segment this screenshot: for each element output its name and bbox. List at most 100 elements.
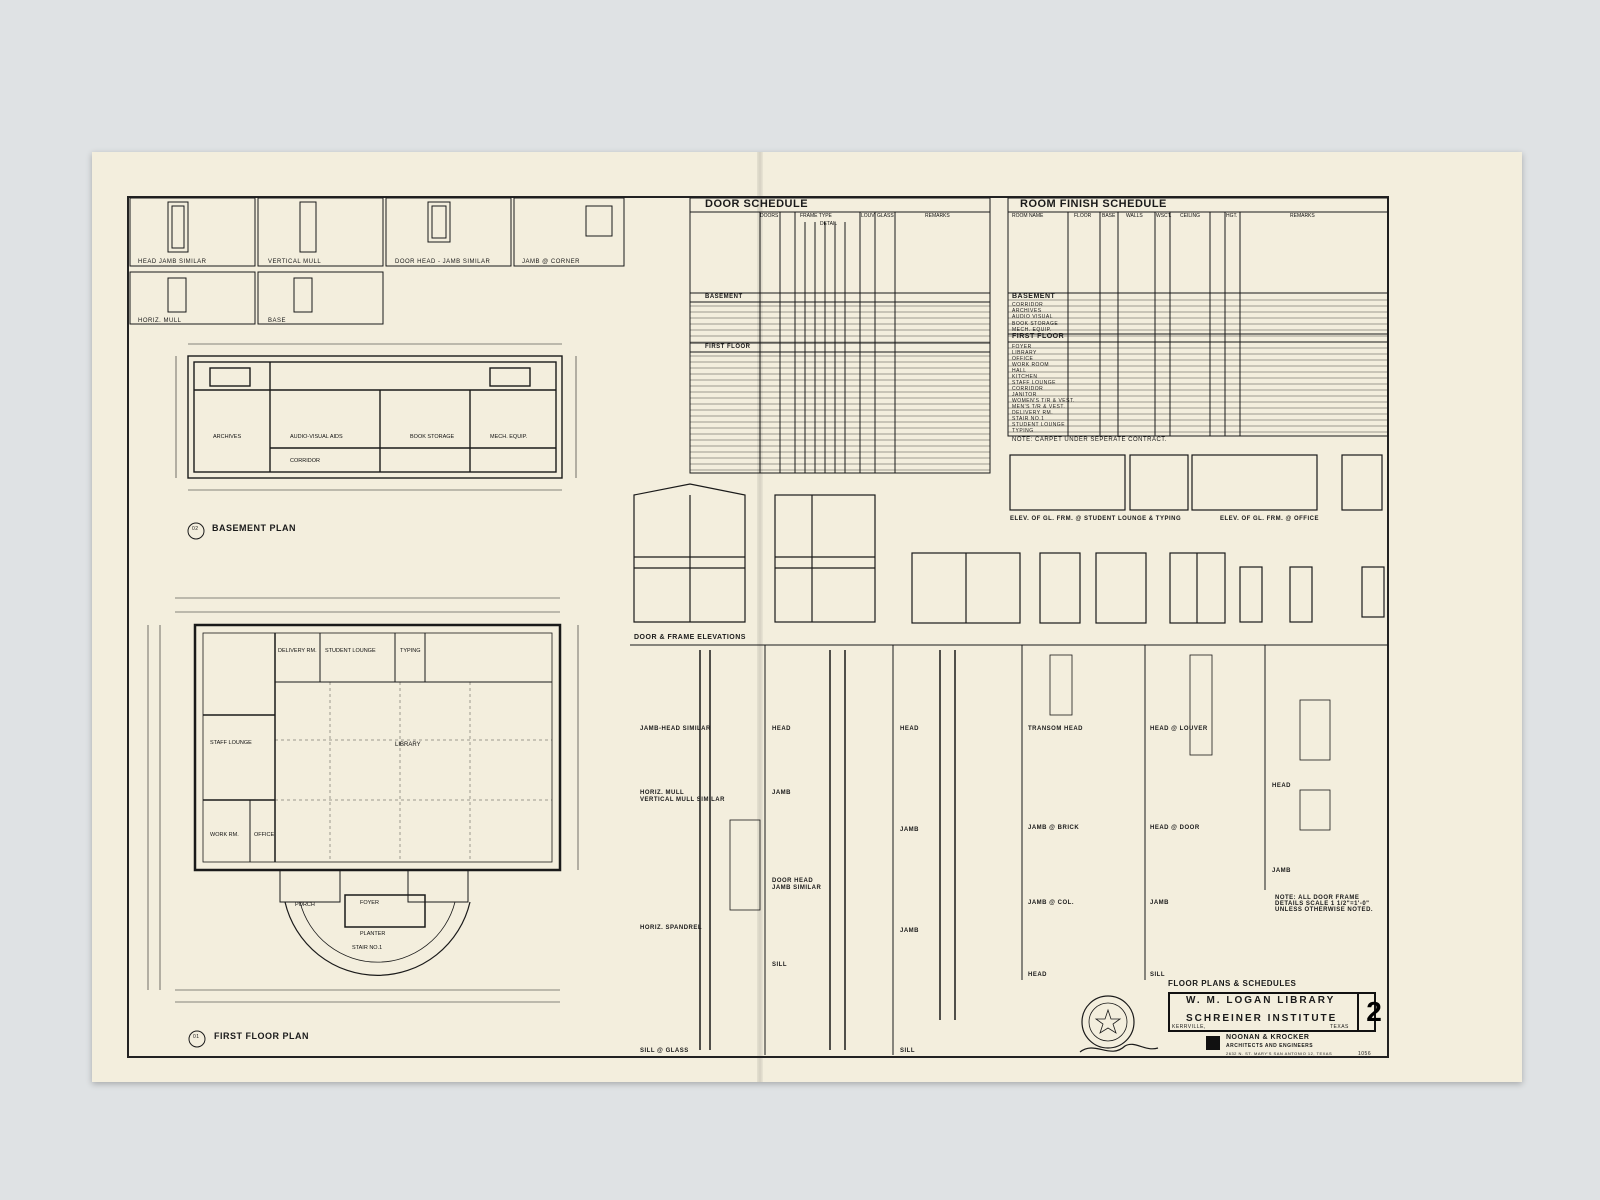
detail-vertical-mull: VERTICAL MULL [268, 259, 322, 265]
finish-col-floor: FLOOR [1074, 213, 1092, 219]
finish-col-walls: WALLS [1126, 213, 1143, 219]
basement-plan-number: 02 [192, 526, 199, 532]
sheet-number: 2 [1357, 994, 1389, 1032]
basement-room-corridor: CORRIDOR [290, 458, 320, 464]
section-detail-label: JAMB [900, 928, 920, 934]
seal-star [1094, 1008, 1122, 1034]
door-schedule-basement: BASEMENT [705, 294, 743, 300]
section-detail-label: TRANSOM HEAD [1028, 726, 1083, 732]
room-staff-lounge: STAFF LOUNGE [210, 740, 252, 746]
basement-room-book-storage: BOOK STORAGE [410, 434, 455, 440]
section-detail-label: JAMB [900, 827, 920, 833]
general-note: NOTE: ALL DOOR FRAME DETAILS SCALE 1 1/2… [1275, 895, 1374, 913]
door-schedule-col-detail: DETAIL [820, 221, 838, 227]
door-schedule-col-glass: GLASS [877, 213, 894, 219]
room-finish-schedule-title: ROOM FINISH SCHEDULE [1020, 198, 1167, 210]
room-finish-item: MECH. EQUIP. [1012, 326, 1052, 333]
finish-col-wsct: WSCT. [1156, 213, 1172, 219]
room-work-rm: WORK RM. [210, 832, 239, 838]
room-finish-item: FOYER [1012, 344, 1032, 350]
door-frame-elevations-title: DOOR & FRAME ELEVATIONS [634, 634, 746, 641]
room-finish-item: CORRIDOR [1012, 386, 1044, 392]
finish-col-base: BASE [1102, 213, 1116, 219]
door-schedule-title: DOOR SCHEDULE [705, 198, 809, 210]
door-schedule-col-remarks: REMARKS [925, 213, 950, 219]
basement-room-audio-visual: AUDIO-VISUAL AIDS [290, 434, 343, 440]
room-student-lounge: STUDENT LOUNGE [325, 648, 376, 654]
detail-jamb-corner: JAMB @ CORNER [522, 259, 580, 265]
firm-subtitle: ARCHITECTS AND ENGINEERS [1226, 1043, 1314, 1049]
room-finish-item: STAFF LOUNGE [1012, 380, 1056, 386]
section-detail-label: DOOR HEAD [772, 878, 814, 884]
section-detail-label: HORIZ. SPANDREL [640, 925, 703, 931]
signature [1079, 1043, 1159, 1053]
room-finish-item: HALL [1012, 368, 1027, 374]
section-detail-label: JAMB [1272, 868, 1292, 874]
room-finish-item: BASEMENT [1012, 293, 1056, 300]
room-finish-item: OFFICE [1012, 356, 1034, 362]
title-block-location-left: KERRVILLE, [1172, 1024, 1206, 1030]
door-schedule-col-louv: LOUV. [861, 213, 876, 219]
first-floor-plan-number: 01 [193, 1034, 200, 1040]
room-planter: PLANTER [360, 931, 386, 937]
section-detail-label: JAMB [772, 790, 792, 796]
section-detail-label: SILL [900, 1048, 915, 1054]
first-floor-plan-title: FIRST FLOOR PLAN [214, 1031, 309, 1041]
room-porch-left: PORCH [295, 902, 315, 908]
title-block-location-right: TEXAS [1330, 1024, 1349, 1030]
room-finish-item: BOOK STORAGE [1012, 320, 1059, 327]
elev-office-title: ELEV. OF GL. FRM. @ OFFICE [1220, 516, 1319, 522]
basement-plan-title: BASEMENT PLAN [212, 523, 297, 533]
section-detail-label: JAMB @ COL. [1028, 900, 1075, 906]
drawing-sheet [92, 152, 1522, 1082]
room-office: OFFICE [254, 832, 275, 838]
section-detail-label: HEAD @ LOUVER [1150, 726, 1208, 732]
top-details-linework [129, 197, 625, 325]
room-finish-item: MEN'S T/R & VEST. [1012, 404, 1066, 410]
section-detail-label: JAMB [1150, 900, 1170, 906]
room-finish-note: NOTE: CARPET UNDER SEPERATE CONTRACT. [1012, 437, 1167, 443]
section-detail-label: VERTICAL MULL SIMILAR [640, 797, 725, 803]
basement-plan-linework [175, 343, 577, 491]
room-finish-item: ARCHIVES [1012, 308, 1042, 315]
room-finish-item: STAIR NO.1 [1012, 416, 1045, 422]
section-detail-label: SILL [772, 962, 787, 968]
section-details-linework [630, 644, 1388, 1055]
seal-inner [1088, 1002, 1128, 1042]
room-finish-item: DELIVERY RM. [1012, 410, 1054, 416]
room-finish-item: JANITOR [1012, 392, 1037, 398]
title-block-heading: FLOOR PLANS & SCHEDULES [1168, 979, 1297, 988]
detail-head-jamb: HEAD JAMB SIMILAR [138, 259, 207, 265]
section-detail-label: HEAD [772, 726, 792, 732]
title-block-client: SCHREINER INSTITUTE [1186, 1013, 1338, 1024]
room-finish-item: STUDENT LOUNGE [1012, 422, 1066, 428]
room-delivery: DELIVERY RM. [278, 648, 317, 654]
section-detail-label: SILL @ GLASS [640, 1048, 689, 1054]
detail-base: BASE [268, 318, 287, 324]
detail-door-head: DOOR HEAD - JAMB SIMILAR [395, 259, 491, 265]
drawing-border [127, 196, 1389, 1058]
section-detail-label: HEAD [1272, 783, 1292, 789]
room-typing: TYPING [400, 648, 421, 654]
title-block [1168, 992, 1376, 1032]
sheet-fold [757, 152, 763, 1082]
door-schedule-col-frame-type: FRAME TYPE [800, 213, 832, 219]
door-schedule-first-floor: FIRST FLOOR [705, 344, 751, 350]
door-schedule-rows [690, 305, 990, 471]
first-floor-plan-linework [147, 597, 579, 1003]
seal-outer [1081, 995, 1135, 1049]
title-block-project: W. M. LOGAN LIBRARY [1186, 995, 1336, 1006]
section-detail-label: HORIZ. MULL [640, 790, 685, 796]
finish-col-ceiling: CEILING [1180, 213, 1201, 219]
finish-col-remarks: REMARKS [1290, 213, 1315, 219]
finish-col-hgt: HGT. [1226, 213, 1238, 219]
finish-col-room-name: ROOM NAME [1012, 213, 1044, 219]
room-finish-item: AUDIO VISUAL [1012, 314, 1054, 321]
room-library: LIBRARY [395, 742, 421, 748]
basement-room-archives: ARCHIVES [213, 434, 242, 440]
room-finish-item: KITCHEN [1012, 374, 1038, 380]
door-schedule-grid [689, 197, 991, 474]
room-finish-item: CORRIDOR [1012, 302, 1044, 308]
detail-horiz-mull: HORIZ. MULL [138, 318, 182, 324]
